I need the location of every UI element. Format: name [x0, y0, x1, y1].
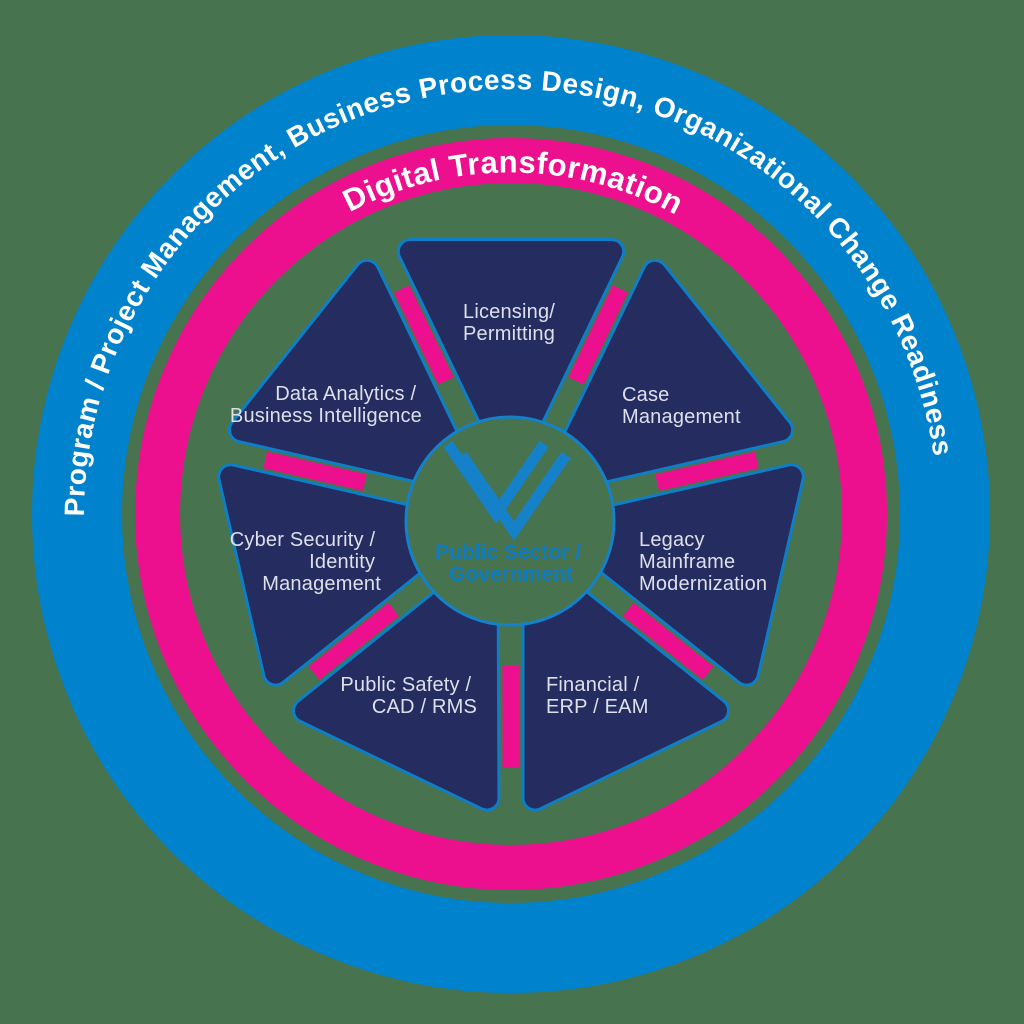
- petal-financial-erp-eam: [524, 555, 727, 809]
- petals: [220, 241, 802, 809]
- petal-data-analytics-business-intelligence: [230, 261, 479, 492]
- v-logo-icon: [443, 440, 571, 541]
- inner-pink-ring: [135, 138, 887, 890]
- center-label-line1: Public Sector /: [435, 541, 581, 564]
- petal-labels: Licensing/ Permitting Case Management Le…: [230, 301, 767, 718]
- label-legacy-mainframe-modernization: Legacy Mainframe Modernization: [639, 529, 767, 595]
- label-cyber-security-identity-management: Cyber Security / Identity Management: [230, 529, 381, 595]
- petal-gap-strips: [263, 285, 759, 768]
- petal-case-management: [543, 261, 792, 492]
- center-label-line2: Government: [449, 563, 573, 586]
- label-licensing-permitting: Licensing/ Permitting: [463, 301, 561, 345]
- label-public-safety-cad-rms: Public Safety / CAD / RMS: [340, 674, 477, 718]
- label-data-analytics-business-intelligence: Data Analytics / Business Intelligence: [230, 383, 422, 427]
- petal-licensing-permitting: [399, 241, 623, 472]
- petal-legacy-mainframe-modernization: [554, 466, 802, 684]
- center-label: Public Sector / Government: [435, 541, 587, 586]
- label-case-management: Case Management: [622, 384, 741, 428]
- petal-public-safety-cad-rms: [295, 555, 498, 809]
- outer-blue-ring: [32, 35, 990, 993]
- petal-cyber-security-identity-management: [220, 466, 468, 684]
- label-financial-erp-eam: Financial / ERP / EAM: [546, 674, 649, 718]
